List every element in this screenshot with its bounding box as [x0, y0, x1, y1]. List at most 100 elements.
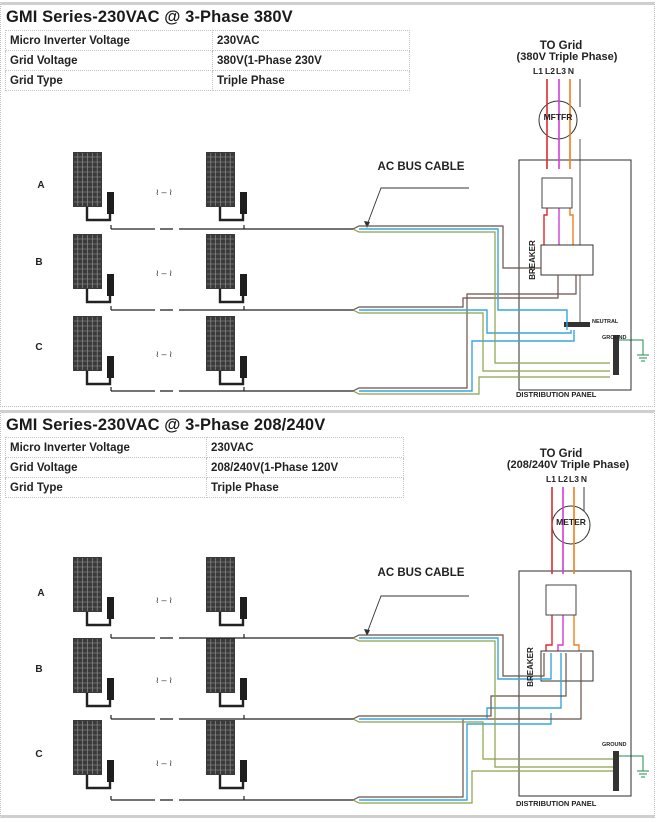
bus-conductor-n: [359, 309, 572, 334]
panel-lead: [218, 612, 245, 627]
wiring-diagram-380v: GMI Series-230VAC @ 3-Phase 380V Micro I…: [0, 2, 655, 407]
section-title: GMI Series-230VAC @ 3-Phase 208/240V: [6, 416, 326, 434]
bus-conductor-pe: [352, 228, 610, 364]
phase-label-n: N: [581, 474, 587, 484]
panel-lead: [85, 693, 112, 708]
micro-inverter-icon: [107, 356, 114, 378]
spec-label: Grid Type: [5, 477, 207, 498]
break-symbol: ≀ – ≀: [156, 268, 173, 278]
grid-label-sub: (208/240V Triple Phase): [507, 459, 630, 471]
solar-panel-icon: [206, 638, 235, 693]
panel-lead-inner: [219, 693, 244, 707]
break-symbol: ≀ – ≀: [156, 595, 173, 605]
section-title: GMI Series-230VAC @ 3-Phase 380V: [6, 8, 293, 26]
meter-icon: [538, 100, 578, 140]
solar-panel-icon: [73, 316, 102, 371]
bus-conductor-pe: [352, 637, 613, 768]
panel-lead-inner: [219, 371, 244, 385]
phase-label-l2: L2: [545, 66, 555, 76]
phase-label-l1: L1: [533, 66, 543, 76]
bus-conductor-l: [352, 653, 567, 720]
ground-wire: [619, 339, 644, 355]
micro-inverter-icon: [240, 192, 247, 214]
bus-conductor-n: [359, 637, 552, 680]
spec-label: Grid Type: [5, 70, 213, 91]
solar-panel-icon: [206, 720, 235, 775]
solar-panel-icon: [73, 557, 102, 612]
spec-row: Grid Voltage 208/240V(1-Phase 120V: [5, 457, 404, 478]
panel-lead: [85, 612, 112, 627]
solar-panel-icon: [206, 234, 235, 289]
neutral-bar-icon: [564, 322, 590, 327]
phase-label-l3: L3: [569, 474, 579, 484]
spec-value: 230VAC: [212, 30, 410, 51]
solar-panel-icon: [206, 152, 235, 207]
bus-conductor-l: [352, 275, 577, 392]
panel-lead: [218, 289, 245, 304]
meter-label: METER: [556, 517, 586, 527]
micro-inverter-icon: [107, 760, 114, 782]
bus-conductor-l: [352, 653, 582, 801]
grid-label: TO Grid: [540, 40, 583, 52]
panel-lead-inner: [219, 289, 244, 303]
panel-lead-inner: [219, 207, 244, 221]
breaker-feed: [569, 208, 574, 245]
panel-label: DISTRIBUTION PANEL: [516, 390, 597, 399]
phase-label-l2: L2: [558, 474, 568, 484]
ground-label: GROUND: [602, 335, 626, 341]
phase-label-n: N: [568, 66, 574, 76]
bus-cable-label: AC BUS CABLE: [378, 567, 465, 579]
breaker-label: BREAKER: [528, 240, 537, 280]
bus-conductor-pe: [352, 718, 613, 760]
breaker-block-icon: [540, 650, 594, 682]
solar-panel-icon: [73, 720, 102, 775]
solar-panel-icon: [73, 152, 102, 207]
panel-lead-inner: [219, 612, 244, 626]
breaker-feed: [573, 615, 580, 651]
meter-label: MFTFR: [544, 112, 573, 122]
panel-lead: [218, 775, 245, 790]
bus-conductor-n: [359, 228, 568, 330]
callout-arrow: [366, 187, 469, 226]
main-switch-icon: [545, 584, 577, 616]
spec-table: Micro Inverter Voltage 230VAC Grid Volta…: [5, 30, 410, 91]
bus-conductor-pe: [352, 376, 610, 395]
bus-conductor-n: [359, 330, 575, 392]
spec-value: Triple Phase: [212, 70, 410, 91]
ground-label: GROUND: [602, 742, 626, 748]
panel-label: DISTRIBUTION PANEL: [516, 799, 597, 808]
panel-lead: [218, 371, 245, 386]
branch-label-b: B: [35, 257, 42, 268]
wiring-diagram: TO Grid (380V Triple Phase) L1 L2 L3 N M…: [35, 40, 649, 399]
break-symbol: ≀ – ≀: [156, 758, 173, 768]
spec-label: Micro Inverter Voltage: [5, 437, 207, 458]
micro-inverter-icon: [240, 597, 247, 619]
bus-conductor-n: [359, 653, 562, 720]
spec-row: Grid Type Triple Phase: [5, 70, 410, 91]
bus-conductor-pe: [352, 309, 610, 372]
breaker-feed: [545, 615, 553, 651]
branch-label-a: A: [37, 588, 44, 599]
solar-panel-icon: [206, 557, 235, 612]
panel-lead: [85, 207, 112, 222]
ground-wire: [619, 755, 644, 771]
break-symbol: ≀ – ≀: [156, 187, 173, 197]
micro-inverter-icon: [240, 356, 247, 378]
bus-conductor-pe: [352, 770, 613, 804]
micro-inverter-icon: [240, 760, 247, 782]
spec-table: Micro Inverter Voltage 230VAC Grid Volta…: [5, 437, 404, 498]
neutral-label: NEUTRAL: [592, 319, 619, 325]
wiring-diagram: TO Grid (208/240V Triple Phase) L1 L2 L3…: [35, 448, 649, 808]
phase-label-l3: L3: [556, 66, 566, 76]
spec-value: Triple Phase: [206, 477, 404, 498]
branch-label-c: C: [35, 342, 42, 353]
panel-lead-inner: [86, 775, 111, 789]
phase-label-l1: L1: [546, 474, 556, 484]
panel-lead: [218, 693, 245, 708]
micro-inverter-icon: [107, 678, 114, 700]
ground-bar-icon: [613, 751, 619, 791]
ground-bar-icon: [613, 335, 619, 375]
micro-inverter-icon: [107, 192, 114, 214]
solar-panel-icon: [206, 316, 235, 371]
main-switch-icon: [541, 177, 573, 209]
